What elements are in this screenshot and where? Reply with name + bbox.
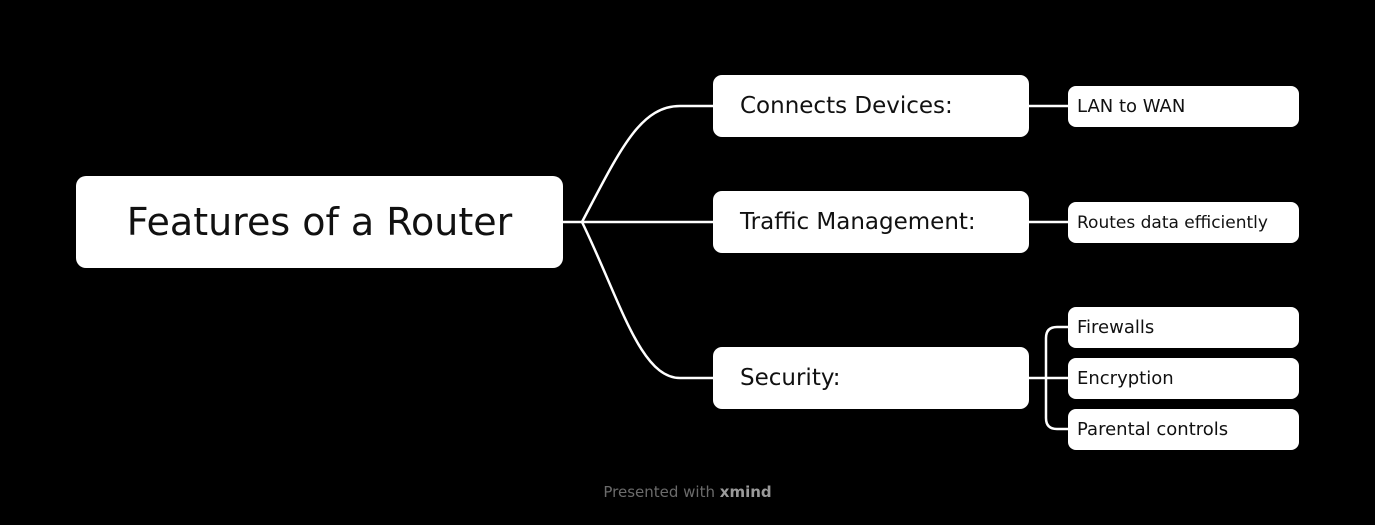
leaf-lan-to-wan[interactable]: LAN to WAN xyxy=(1068,86,1299,127)
presented-with-footer: Presented with xmind xyxy=(0,483,1375,501)
connector-root-to-connects-devices xyxy=(580,104,715,224)
leaf-label: Routes data efficiently xyxy=(1077,212,1268,233)
branch-connects-devices[interactable]: Connects Devices: xyxy=(713,75,1029,137)
branch-label: Connects Devices: xyxy=(740,93,953,119)
leaf-firewalls[interactable]: Firewalls xyxy=(1068,307,1299,348)
root-topic-label: Features of a Router xyxy=(126,200,513,244)
leaf-encryption[interactable]: Encryption xyxy=(1068,358,1299,399)
leaf-label: LAN to WAN xyxy=(1077,96,1186,117)
footer-prefix: Presented with xyxy=(603,483,715,501)
branch-traffic-management[interactable]: Traffic Management: xyxy=(713,191,1029,253)
connector-root-to-security xyxy=(580,220,715,380)
leaf-label: Encryption xyxy=(1077,368,1174,389)
branch-label: Traffic Management: xyxy=(740,209,976,235)
branch-security[interactable]: Security: xyxy=(713,347,1029,409)
branch-label: Security: xyxy=(740,365,841,391)
leaf-parental-controls[interactable]: Parental controls xyxy=(1068,409,1299,450)
connector-security-to-firewalls xyxy=(1044,325,1070,380)
leaf-label: Parental controls xyxy=(1077,419,1229,440)
root-topic[interactable]: Features of a Router xyxy=(76,176,563,268)
xmind-brand: xmind xyxy=(719,483,772,501)
connector-security-to-parental-controls xyxy=(1044,376,1070,431)
leaf-label: Firewalls xyxy=(1077,317,1155,338)
leaf-routes-data-efficiently[interactable]: Routes data efficiently xyxy=(1068,202,1299,243)
